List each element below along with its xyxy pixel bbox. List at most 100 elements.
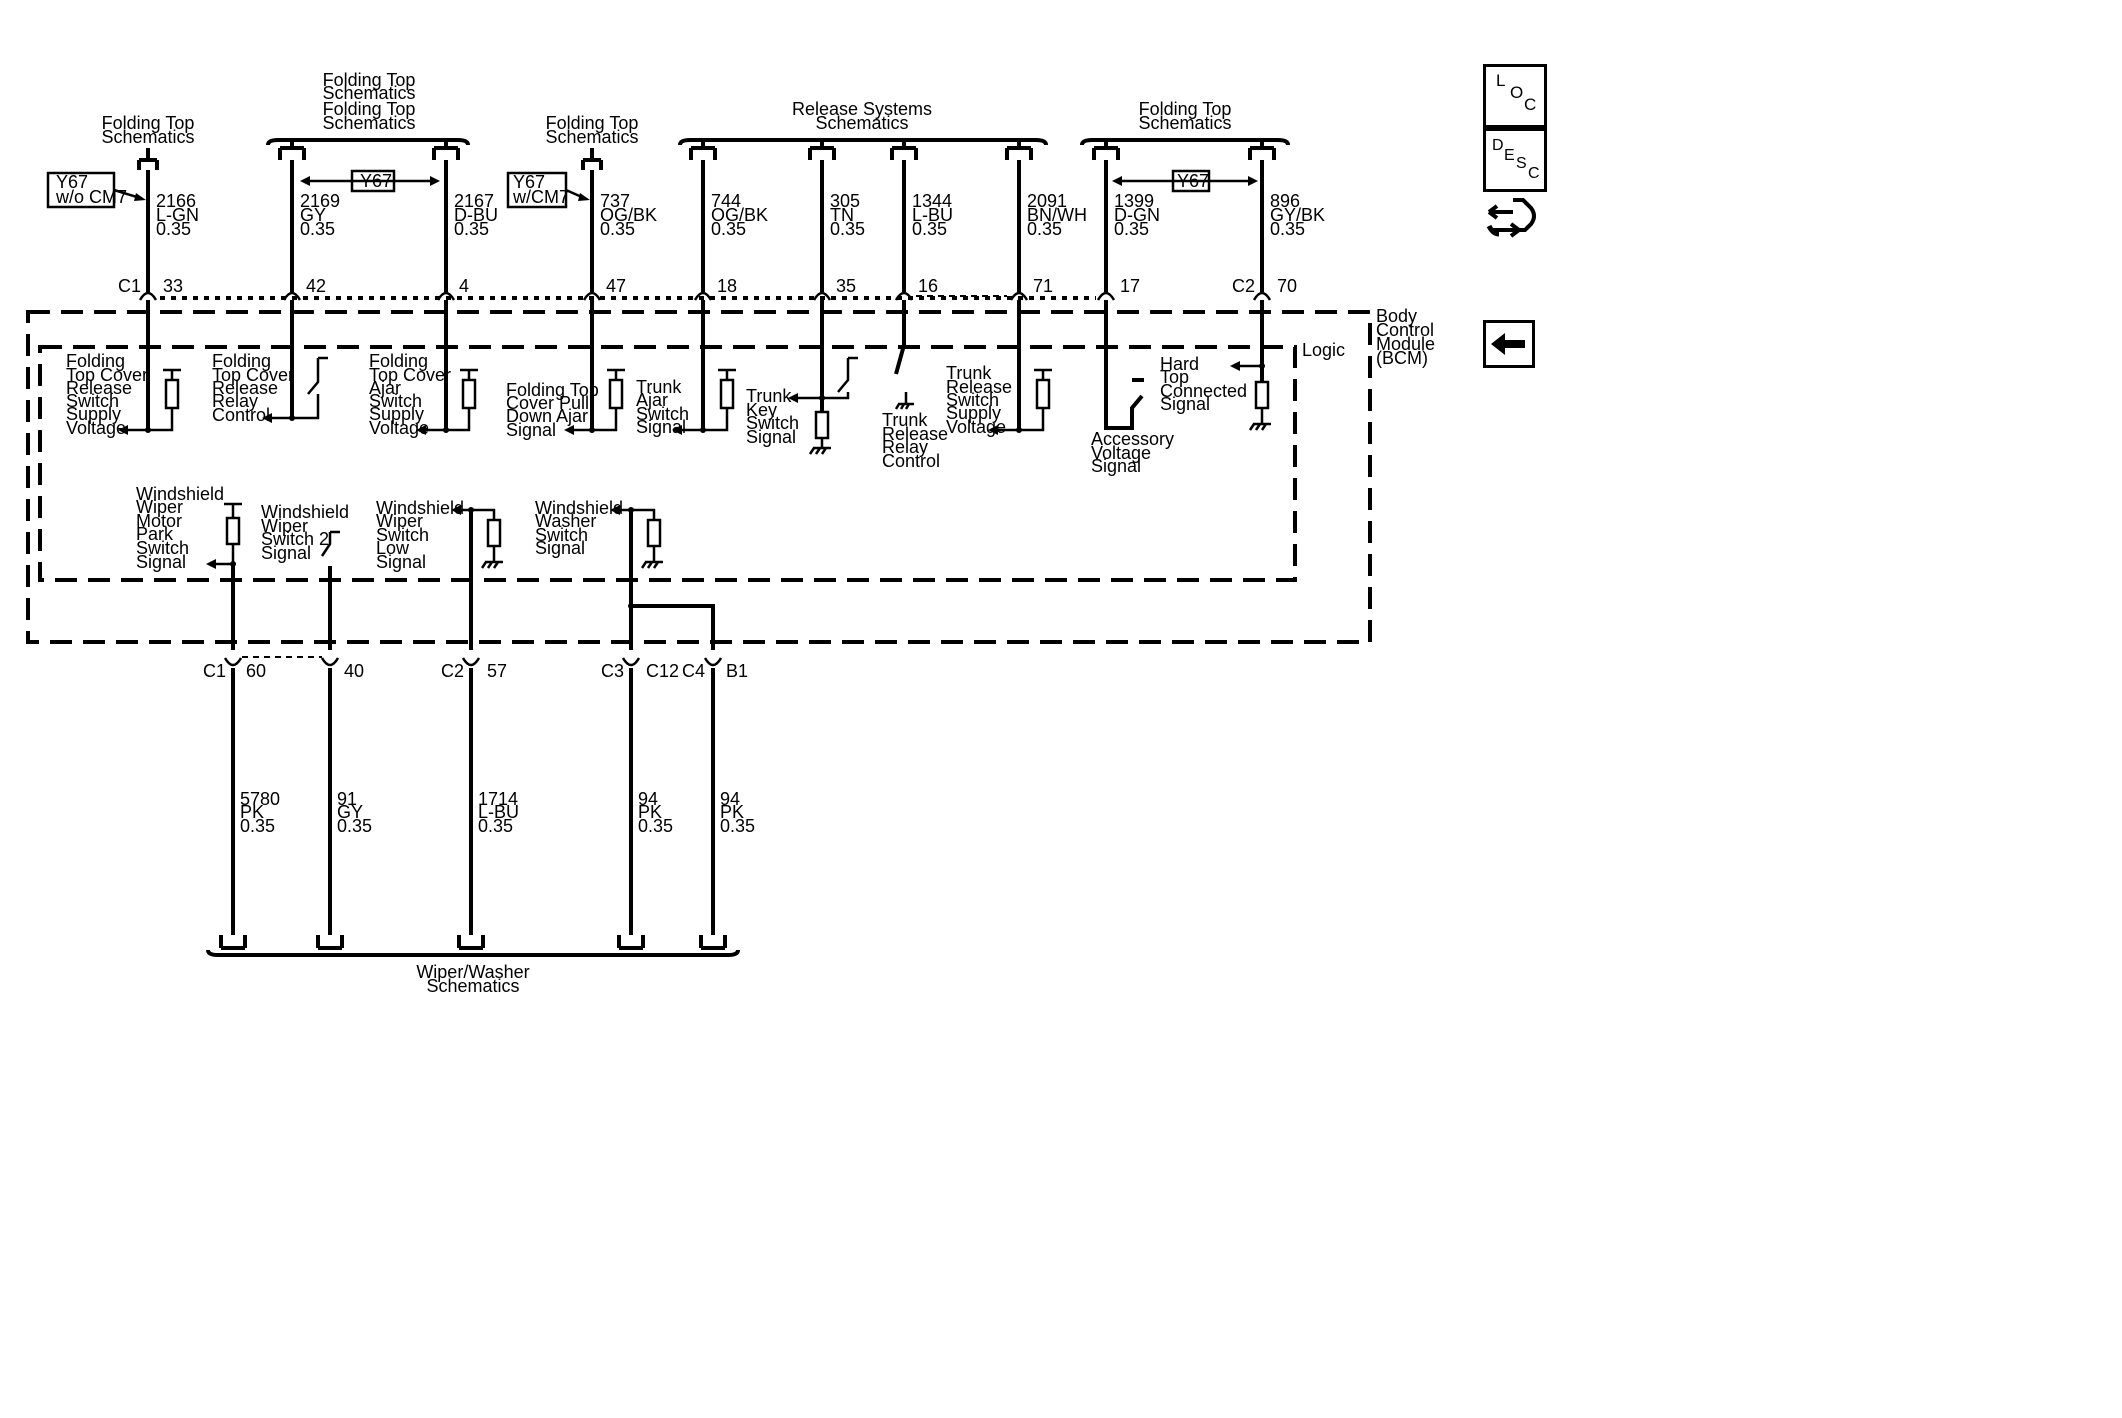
signal-label-s4: Folding Top Cover Pull Down Ajar Signal <box>506 380 599 440</box>
wire-label-5780: 5780 PK 0.35 <box>240 789 280 836</box>
pin-47: 47 <box>606 276 626 296</box>
svg-text:D-GN: D-GN <box>1114 205 1160 225</box>
svg-text:Relay: Relay <box>212 391 258 411</box>
back-button[interactable] <box>1483 320 1535 368</box>
svg-text:Schematics: Schematics <box>815 113 908 133</box>
svg-text:2091: 2091 <box>1027 191 1067 211</box>
svg-text:Schematics: Schematics <box>1138 113 1231 133</box>
circuit-wiper-switch-2 <box>320 530 340 650</box>
svg-text:1714: 1714 <box>478 789 518 809</box>
circuit-folding-relay-control <box>262 300 328 423</box>
dest-folding-d: Folding Top Schematics <box>1080 99 1290 160</box>
wire-label-91: 91 GY 0.35 <box>337 789 372 836</box>
svg-text:PK: PK <box>720 802 744 822</box>
loc-button[interactable]: L O C <box>1483 64 1547 128</box>
svg-text:Release: Release <box>212 378 278 398</box>
connector-c1: C1 <box>118 276 141 296</box>
circuit-washer <box>610 505 715 650</box>
pin-16: 16 <box>918 276 938 296</box>
wire-label-896: 896 GY/BK 0.35 <box>1270 191 1325 239</box>
svg-text:Down Ajar: Down Ajar <box>506 406 588 426</box>
svg-text:0.35: 0.35 <box>720 816 755 836</box>
svg-text:Signal: Signal <box>636 417 686 437</box>
svg-text:5780: 5780 <box>240 789 280 809</box>
svg-text:L-BU: L-BU <box>912 205 953 225</box>
signal-label-s6: Trunk Key Switch Signal <box>746 386 799 447</box>
wire-label-94-a: 94 PK 0.35 <box>638 789 673 836</box>
logic-boundary <box>38 345 1297 582</box>
tool-icon[interactable] <box>1483 190 1543 244</box>
wire-label-2091: 2091 BN/WH 0.35 <box>1027 191 1087 239</box>
svg-text:Top: Top <box>1160 367 1189 387</box>
pin-42: 42 <box>306 276 326 296</box>
svg-text:0.35: 0.35 <box>912 219 947 239</box>
connector-c3: C3 <box>601 661 624 681</box>
svg-text:Schematics: Schematics <box>426 976 519 996</box>
wire-label-737: 737 OG/BK 0.35 <box>600 191 657 239</box>
connector-c1-bottom: C1 <box>203 661 226 681</box>
svg-text:Signal: Signal <box>506 420 556 440</box>
svg-text:Folding: Folding <box>66 351 125 371</box>
svg-text:Wiper/Washer: Wiper/Washer <box>416 962 529 982</box>
pin-40: 40 <box>344 661 364 681</box>
svg-text:Supply: Supply <box>66 404 121 424</box>
svg-text:Signal: Signal <box>136 552 186 572</box>
svg-text:Top Cover: Top Cover <box>369 365 451 385</box>
signal-label-w4: Windshield Washer Switch Signal <box>535 498 623 558</box>
svg-text:Schematics: Schematics <box>322 113 415 133</box>
signal-label-s8: Trunk Release Switch Supply Voltage <box>946 363 1012 437</box>
signal-label-s5: Trunk Ajar Switch Signal <box>636 377 689 437</box>
wiring-schematic: Body Control Module (BCM) Logic Folding … <box>26 70 1435 996</box>
svg-text:94: 94 <box>720 789 740 809</box>
svg-text:Cover Pull: Cover Pull <box>506 393 589 413</box>
dest-release: Release Systems Schematics <box>678 99 1048 160</box>
pin-33: 33 <box>163 276 183 296</box>
svg-text:Folding Top: Folding Top <box>102 113 195 133</box>
circuit-accessory-voltage <box>1104 300 1144 430</box>
svg-text:Switch: Switch <box>66 391 119 411</box>
svg-text:94: 94 <box>638 789 658 809</box>
desc-button[interactable]: D E S C <box>1483 128 1547 192</box>
bcm-boundary <box>26 310 1372 644</box>
svg-text:L-BU: L-BU <box>478 802 519 822</box>
dest-folding-c: Folding Top Schematics <box>545 113 639 170</box>
svg-text:Key: Key <box>746 400 777 420</box>
wire-label-94-b: 94 PK 0.35 <box>720 789 755 836</box>
svg-text:Relay: Relay <box>882 437 928 457</box>
svg-text:0.35: 0.35 <box>830 219 865 239</box>
svg-text:Signal: Signal <box>376 552 426 572</box>
top-wires <box>146 160 1264 292</box>
svg-text:0.35: 0.35 <box>454 219 489 239</box>
svg-text:Folding: Folding <box>369 351 428 371</box>
svg-text:0.35: 0.35 <box>337 816 372 836</box>
svg-text:Signal: Signal <box>746 427 796 447</box>
svg-text:Switch: Switch <box>369 391 422 411</box>
svg-text:Signal: Signal <box>535 538 585 558</box>
signal-label-s7: Trunk Release Relay Control <box>882 410 948 471</box>
svg-text:Release Systems: Release Systems <box>792 99 932 119</box>
circuit-trunk-relay <box>894 300 914 410</box>
svg-text:Low: Low <box>376 538 410 558</box>
pin-18: 18 <box>717 276 737 296</box>
svg-text:744: 744 <box>711 191 741 211</box>
svg-text:Voltage: Voltage <box>369 418 429 438</box>
svg-text:BN/WH: BN/WH <box>1027 205 1087 225</box>
option-y67-b: Y67 <box>1112 169 1258 193</box>
svg-text:Body: Body <box>1376 306 1417 326</box>
wire-label-2167: 2167 D-BU 0.35 <box>454 191 498 239</box>
svg-text:Schematics: Schematics <box>322 83 415 103</box>
svg-text:Switch: Switch <box>376 525 429 545</box>
svg-text:305: 305 <box>830 191 860 211</box>
svg-text:Connected: Connected <box>1160 381 1247 401</box>
svg-text:Voltage: Voltage <box>1091 443 1151 463</box>
circuit-wiper-park <box>206 502 242 650</box>
svg-text:Wiper: Wiper <box>376 511 423 531</box>
svg-text:Supply: Supply <box>369 404 424 424</box>
svg-text:Release: Release <box>882 424 948 444</box>
svg-text:0.35: 0.35 <box>711 219 746 239</box>
svg-text:PK: PK <box>240 802 264 822</box>
svg-text:Module: Module <box>1376 334 1435 354</box>
svg-text:Control: Control <box>882 451 940 471</box>
svg-text:(BCM): (BCM) <box>1376 348 1428 368</box>
svg-text:Ajar: Ajar <box>369 378 401 398</box>
